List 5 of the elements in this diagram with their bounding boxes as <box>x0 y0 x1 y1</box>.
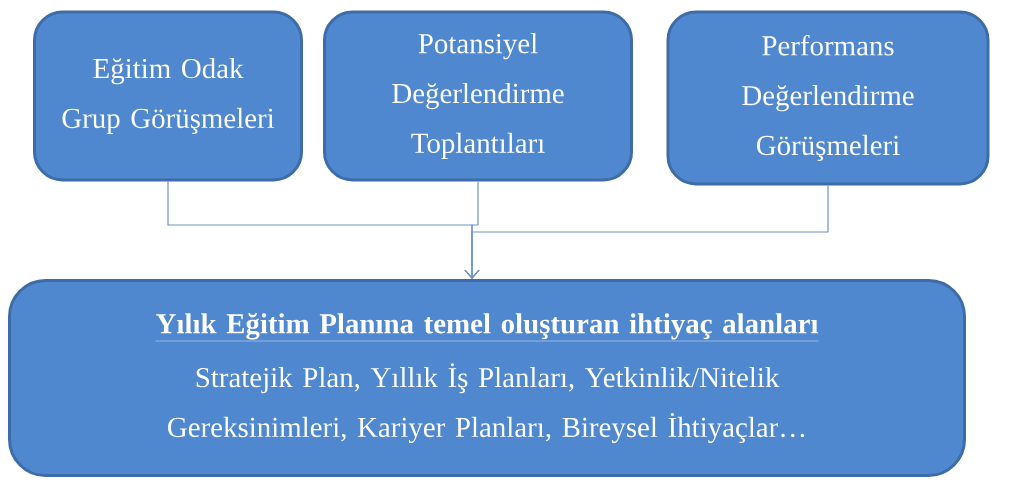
process-box: Potansiyel Değerlendirme Toplantıları <box>323 10 633 182</box>
process-box: Performans Değerlendirme Görüşmeleri <box>666 10 990 186</box>
arrow <box>464 184 829 279</box>
process-box: Eğitim Odak Grup Görüşmeleri <box>33 10 303 182</box>
process-box: Yılık Eğitim Planına temel oluşturan ihtiyaç alanları Stratejik Plan, Yıllık İş Planları, Yetkinlik/Nitelik Gereksinimleri, Kariyer Planları, Bireysel İhtiyaçlar… <box>8 279 966 477</box>
